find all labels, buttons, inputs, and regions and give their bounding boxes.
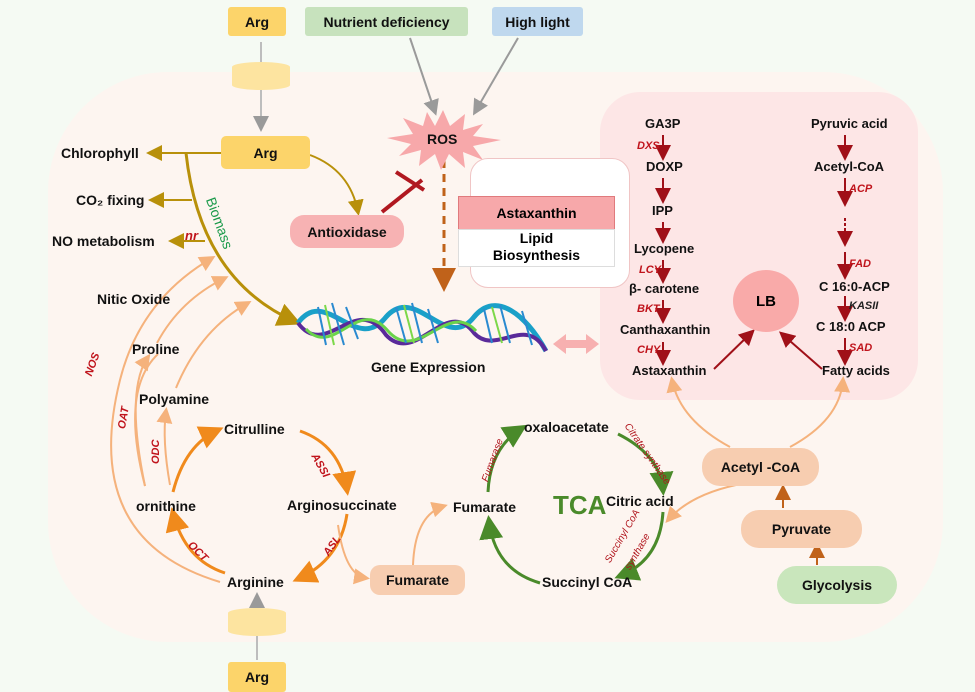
enzyme-chy: CHY bbox=[637, 344, 661, 356]
polyamine-label: Polyamine bbox=[139, 391, 210, 407]
step-doxp: DOXP bbox=[646, 159, 683, 174]
enzyme-lcy: LCY bbox=[639, 264, 661, 276]
ros-star-icon bbox=[387, 110, 501, 170]
oxaloacetate-label: oxaloacetate bbox=[524, 419, 609, 435]
double-arrow bbox=[553, 334, 599, 354]
dna-helix-icon bbox=[296, 302, 548, 353]
enzyme-dxs: DXS bbox=[637, 140, 660, 152]
enzyme-odc: ODC bbox=[150, 439, 162, 464]
step-fatty-acids: Fatty acids bbox=[822, 363, 890, 378]
antioxidase-box: Antioxidase bbox=[290, 215, 404, 248]
arg-external-top: Arg bbox=[228, 7, 286, 36]
chlorophyll-label: Chlorophyll bbox=[61, 145, 139, 161]
gene-expression-label: Gene Expression bbox=[371, 359, 486, 375]
high-light-box: High light bbox=[492, 7, 583, 36]
enzyme-bkt: BKT bbox=[637, 303, 660, 315]
ornithine-label: ornithine bbox=[136, 498, 196, 514]
citric-acid-label: Citric acid bbox=[606, 493, 674, 509]
tca-fumarate-label: Fumarate bbox=[453, 499, 517, 515]
step-pyruvic-acid: Pyruvic acid bbox=[811, 116, 888, 131]
no-metabolism-label: NO metabolism bbox=[52, 233, 155, 249]
transporter-top bbox=[232, 62, 290, 90]
enzyme-fad: FAD bbox=[849, 258, 871, 270]
nitric-oxide-label: Nitic Oxide bbox=[97, 291, 171, 307]
citrulline-label: Citrulline bbox=[224, 421, 285, 437]
glycolysis-box: Glycolysis bbox=[777, 566, 897, 604]
biomass-arrow bbox=[184, 152, 302, 326]
lipid-biosynthesis-label: Lipid Biosynthesis bbox=[458, 229, 615, 267]
proline-label: Proline bbox=[132, 341, 180, 357]
lipid-text: Lipid bbox=[519, 230, 554, 246]
ros-label: ROS bbox=[427, 131, 458, 147]
step-ga3p: GA3P bbox=[645, 116, 681, 131]
enzyme-sad: SAD bbox=[849, 342, 873, 354]
enzyme-kasii: KASII bbox=[849, 300, 879, 312]
acetyl-coa-box: Acetyl -CoA bbox=[702, 448, 819, 486]
tca-label: TCA bbox=[553, 490, 607, 520]
argininosuccinate-label: Arginosuccinate bbox=[287, 497, 397, 513]
co2-fixing-label: CO₂ fixing bbox=[76, 192, 145, 208]
arg-intracellular: Arg bbox=[221, 136, 310, 169]
step-c18-acp: C 18:0 ACP bbox=[816, 319, 886, 334]
nr-enzyme: nr bbox=[185, 228, 198, 243]
astaxanthin-header: Astaxanthin bbox=[458, 196, 615, 230]
transporter-bottom bbox=[228, 608, 286, 636]
step-astaxanthin: Astaxanthin bbox=[632, 363, 707, 378]
lipid-body-region bbox=[600, 92, 918, 400]
step-ipp: IPP bbox=[652, 203, 673, 218]
pyruvate-box: Pyruvate bbox=[741, 510, 862, 548]
step-c16-acp: C 16:0-ACP bbox=[819, 279, 890, 294]
enzyme-acp: ACP bbox=[849, 183, 873, 195]
step-canthaxanthin: Canthaxanthin bbox=[620, 322, 711, 337]
step-lycopene: Lycopene bbox=[634, 241, 695, 256]
arg-external-bottom: Arg bbox=[228, 662, 286, 692]
fumarate-box: Fumarate bbox=[370, 565, 465, 595]
arrow-nutrient-ros bbox=[409, 37, 439, 116]
succinyl-coa-label: Succinyl CoA bbox=[542, 574, 633, 590]
arginine-label: Arginine bbox=[227, 574, 284, 590]
arrow-light-ros bbox=[472, 37, 519, 116]
lipid-body-node: LB bbox=[733, 270, 799, 332]
biosynthesis-text: Biosynthesis bbox=[492, 247, 581, 263]
step-beta-carotene: β- carotene bbox=[629, 281, 700, 296]
nutrient-deficiency-box: Nutrient deficiency bbox=[305, 7, 468, 36]
step-acetyl-coa: Acetyl-CoA bbox=[814, 159, 885, 174]
